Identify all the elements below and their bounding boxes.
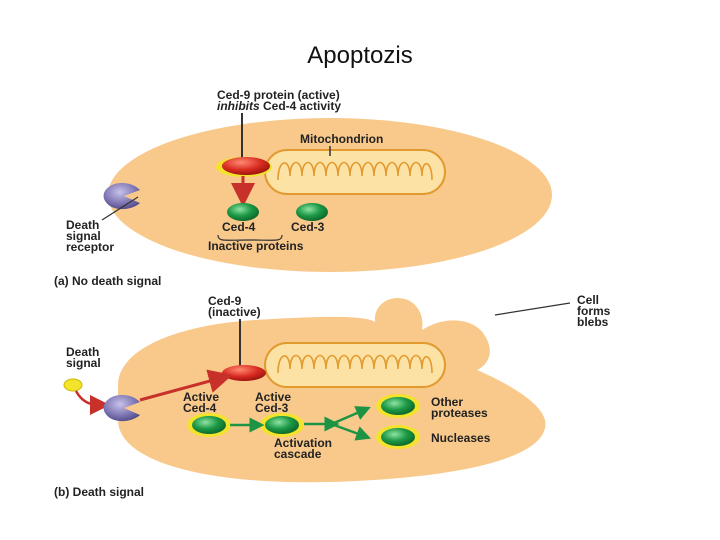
receptor-label-1: Death [66,218,99,232]
ced4-inactive [227,203,259,221]
nucleases-label: Nucleases [431,431,491,445]
cascade-label-2: cascade [274,447,322,461]
receptor-to-ced9-arrow [139,369,233,402]
blebs-label-1: Cell [577,293,599,307]
ced9-inactive [222,365,266,381]
cascade-arrow-2 [333,406,371,425]
death-receptor-a [103,182,140,210]
panel-a: Mitochondrion Ced-9 protein (active) inh… [54,88,552,288]
signal-binding-arrow [74,390,110,415]
ced9-inactive-label-1: Ced-9 [208,294,242,308]
cell-b [118,297,546,483]
other-proteases-label-2: proteases [431,406,488,420]
death-signal-label-2: signal [66,356,101,370]
death-signal-molecule [63,378,83,392]
mitochondrion-a [264,149,446,195]
active-ced4-label-2: Ced-4 [183,401,217,415]
active-ced3-label-1: Active [255,390,291,404]
cascade-arrow-3 [333,423,372,441]
death-signal-label-1: Death [66,345,99,359]
slide-title: Apoptozis [307,42,413,69]
receptor-label-2: signal [66,229,101,243]
other-proteases-label-1: Other [431,395,463,409]
blebs-label-2: forms [577,304,611,318]
ced9-active-label-1: Ced-9 protein (active) [217,88,340,102]
ced3-label-a: Ced-3 [291,220,325,234]
ced4-label-a: Ced-4 [222,220,256,234]
ced9-active-label-2: inhibits Ced-4 activity [217,99,341,113]
ced9-active [222,157,270,175]
cascade-label-1: Activation [274,436,332,450]
other-proteases [381,397,415,415]
caption-b: (b) Death signal [54,485,144,499]
active-ced4 [192,416,226,434]
active-ced3 [265,416,299,434]
blebs-label-3: blebs [577,315,609,329]
mitochondrion-label: Mitochondrion [300,132,383,146]
active-ced3-label-2: Ced-3 [255,401,289,415]
death-receptor-b [103,394,140,422]
active-ced4-label-1: Active [183,390,219,404]
nucleases [381,428,415,446]
inactive-proteins-label: Inactive proteins [208,239,304,253]
mitochondrion-b [264,342,446,388]
caption-a: (a) No death signal [54,274,161,288]
receptor-label-3: receptor [66,240,114,254]
ced9-inactive-label-2: (inactive) [208,305,261,319]
ced3-inactive [296,203,328,221]
panel-b: Ced-9 (inactive) Cell forms blebs Death … [54,293,611,499]
